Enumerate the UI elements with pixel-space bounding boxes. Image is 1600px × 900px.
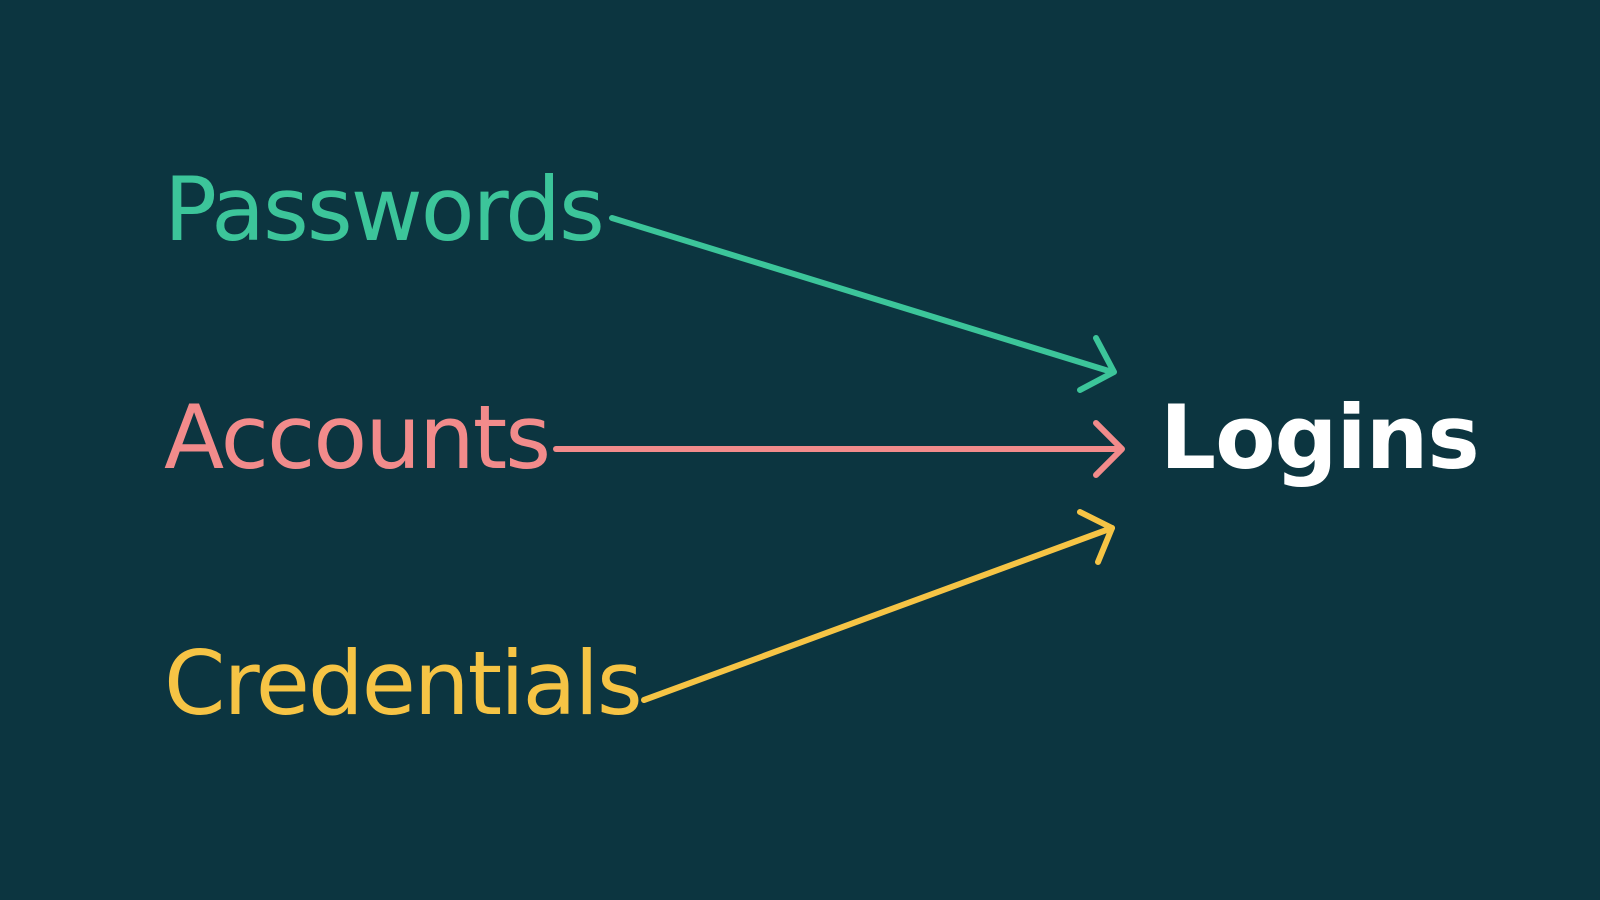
arrow-icon-credentials-head [1077, 509, 1115, 565]
arrow-credentials-to-logins [641, 509, 1115, 703]
arrow-passwords-to-logins [609, 215, 1117, 393]
source-label-passwords: Passwords [164, 158, 605, 261]
source-label-credentials: Credentials [164, 632, 643, 735]
target-label-logins: Logins [1160, 386, 1480, 489]
arrow-icon-credentials-line [641, 525, 1115, 703]
arrow-icon-accounts-head [1093, 420, 1125, 478]
source-label-accounts: Accounts [164, 386, 551, 489]
arrow-icon-passwords-head [1077, 335, 1117, 393]
arrow-accounts-to-logins [553, 420, 1125, 478]
arrow-icon-passwords-line [609, 215, 1115, 375]
